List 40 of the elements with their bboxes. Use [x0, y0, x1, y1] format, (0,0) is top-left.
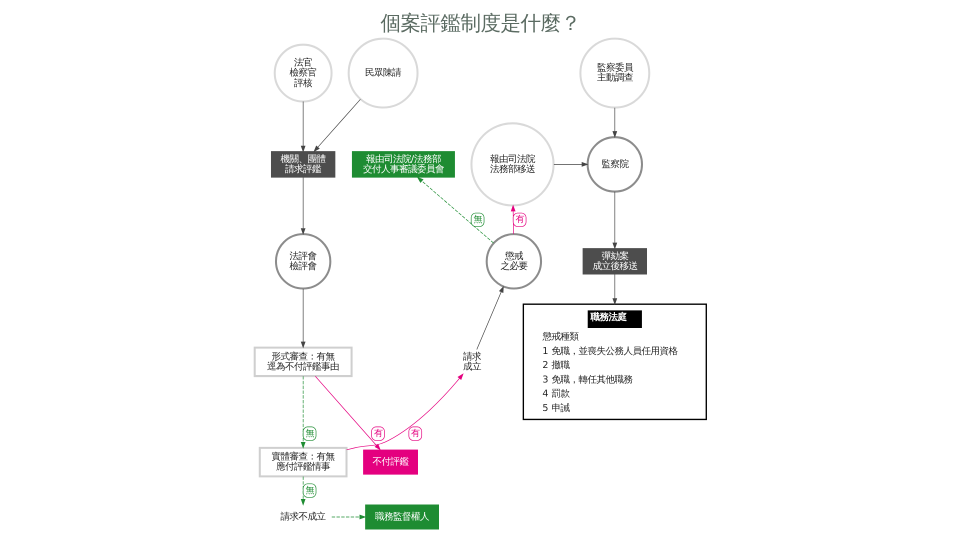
arrow — [300, 376, 306, 449]
edge-label: 無 — [305, 486, 314, 496]
node-box: 機關、團體請求評鑑 — [270, 151, 335, 178]
node-box: 實體審查：有無應付評鑑情事 — [258, 446, 348, 478]
edge-label: 無 — [305, 428, 314, 439]
arrow — [300, 288, 306, 348]
edge-label: 無 — [473, 215, 482, 226]
node-circle: 報由司法院法務部移送 — [470, 122, 554, 206]
arrow — [476, 286, 504, 350]
arrow — [416, 176, 494, 244]
node-circle: 監察院 — [586, 136, 643, 193]
node-circle: 法官檢察官評核 — [273, 44, 332, 103]
node-text: 請求不成立 — [280, 511, 326, 522]
arrow — [553, 162, 588, 167]
edge-label: 有 — [515, 215, 524, 226]
node-circle: 民眾陳請 — [347, 38, 418, 109]
arrow — [612, 107, 617, 138]
arrow — [300, 177, 306, 235]
node-box: 形式審查：有無逕為不付評鑑事由 — [253, 346, 352, 378]
edge-label: 有 — [410, 428, 420, 439]
node-box: 職務法庭 懲戒種類 1 免職，並喪失公務人員任用資格 2 撤職 3 免職，轉任其他職務 4 罰款 5 申誡 — [522, 304, 706, 420]
arrow — [312, 98, 360, 152]
arrow — [612, 274, 617, 306]
arrow — [330, 514, 366, 520]
node-box: 彈劾案成立後移送 — [582, 248, 646, 275]
arrow — [300, 101, 306, 152]
node-circle: 監察委員主動調查 — [578, 38, 650, 109]
node-box: 不付評鑑 — [362, 450, 418, 475]
arrow — [510, 204, 516, 234]
node-circle: 法評會檢評會 — [274, 233, 331, 290]
node-box: 職務監督權人 — [364, 504, 438, 530]
node-box: 報由司法院/法務部交付人事審議委員會 — [351, 151, 454, 178]
node-text: 請求成立 — [462, 351, 480, 372]
arrow — [300, 476, 306, 506]
arrow — [612, 191, 617, 250]
edge-label: 有 — [373, 428, 382, 439]
arrow — [314, 376, 380, 450]
arrow — [346, 373, 464, 450]
node-circle: 懲戒之必要 — [485, 233, 542, 290]
diagram-title: 個案評鑑制度是什麼？ — [380, 10, 580, 35]
